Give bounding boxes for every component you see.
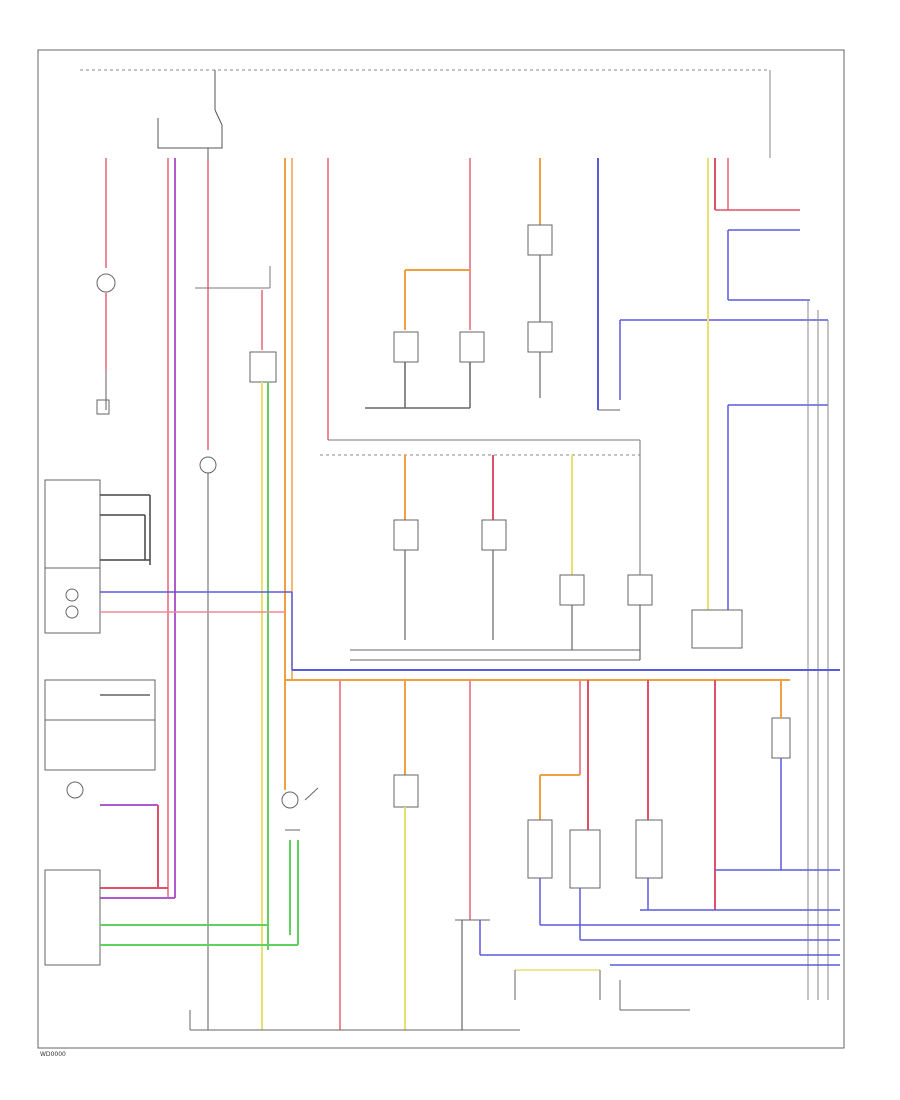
diagram-frame bbox=[37, 49, 845, 1049]
right-column-wires bbox=[691, 158, 829, 1000]
wire-pink-mid bbox=[320, 158, 640, 456]
wire-purple-left bbox=[100, 158, 176, 899]
middle-lamp-row bbox=[350, 440, 653, 661]
ground-bus bbox=[189, 980, 690, 1031]
wire-pink-left bbox=[96, 158, 116, 415]
wire-relay-column bbox=[249, 290, 277, 1030]
top-fuse-block bbox=[157, 70, 223, 160]
lower-drops bbox=[339, 680, 791, 1030]
left-component-stack bbox=[44, 479, 156, 966]
wire-blue-upper bbox=[597, 158, 828, 411]
left-component-wires bbox=[100, 494, 299, 946]
wire-orange-main bbox=[284, 158, 293, 790]
upper-lamp-group bbox=[365, 158, 485, 409]
footer-id: WD0000 bbox=[40, 1051, 66, 1058]
wire-red-switch bbox=[195, 160, 271, 1030]
switch-symbol bbox=[281, 787, 319, 831]
lower-right-bus bbox=[479, 869, 840, 1000]
upper-right-lamp bbox=[527, 158, 553, 398]
